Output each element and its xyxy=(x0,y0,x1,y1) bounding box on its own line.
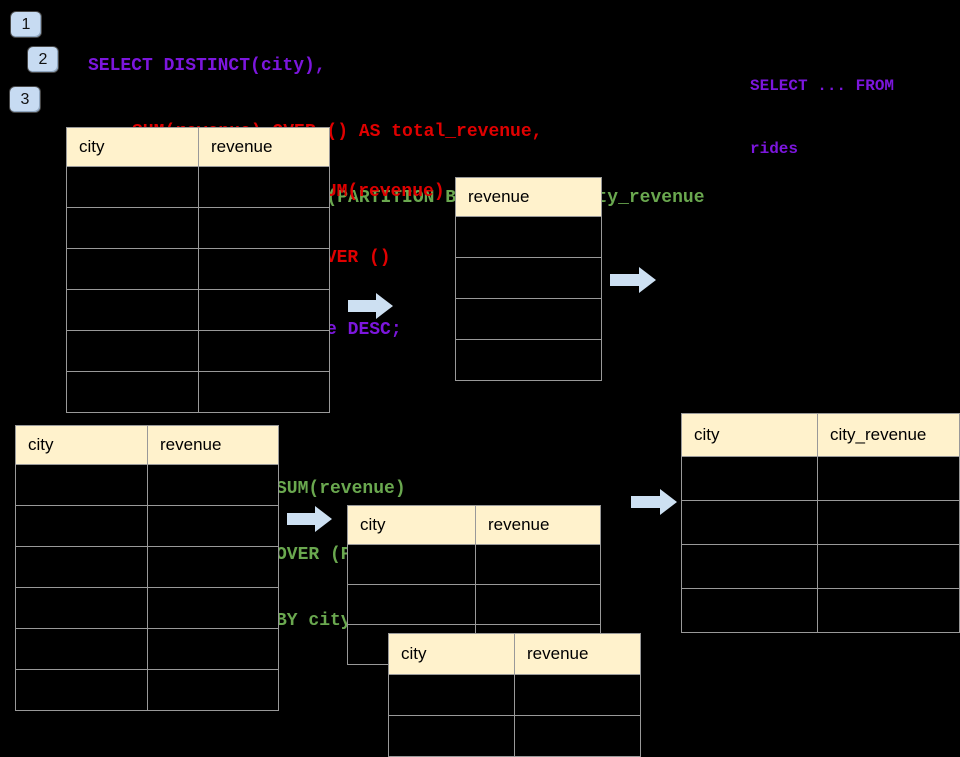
table-row xyxy=(66,207,330,249)
table-row xyxy=(15,587,279,629)
side-note-line-2: rides xyxy=(750,140,799,158)
source-table-top: city revenue xyxy=(66,127,330,413)
empty-cell xyxy=(147,587,279,629)
partition-table-2: city revenue xyxy=(388,633,641,757)
column-header-city: city xyxy=(347,505,476,545)
empty-cell xyxy=(347,544,476,585)
empty-cell xyxy=(66,371,199,413)
table-row xyxy=(681,500,960,545)
empty-cell xyxy=(514,674,641,716)
table-row xyxy=(681,456,960,501)
empty-cell xyxy=(147,505,279,547)
empty-cell xyxy=(681,456,818,501)
column-header-city-revenue: city_revenue xyxy=(817,413,960,457)
table-row xyxy=(15,505,279,547)
column-header-revenue: revenue xyxy=(475,505,601,545)
table-row xyxy=(15,628,279,670)
empty-cell xyxy=(455,257,602,299)
table-row xyxy=(15,669,279,711)
empty-cell xyxy=(681,500,818,545)
column-header-revenue: revenue xyxy=(198,127,330,167)
empty-cell xyxy=(15,505,148,547)
empty-cell xyxy=(681,588,818,633)
table-row xyxy=(455,298,602,340)
empty-cell xyxy=(388,674,515,716)
right-arrow-icon xyxy=(348,293,393,324)
empty-cell xyxy=(66,207,199,249)
empty-cell xyxy=(147,628,279,670)
empty-cell xyxy=(198,248,330,290)
table-row xyxy=(455,216,602,258)
table-row xyxy=(66,330,330,372)
table-row xyxy=(15,546,279,588)
empty-cell xyxy=(198,371,330,413)
empty-cell xyxy=(15,587,148,629)
total-annotation-line-2: OVER () xyxy=(315,248,391,268)
table-row xyxy=(66,248,330,290)
table-row xyxy=(455,257,602,299)
empty-cell xyxy=(817,544,960,589)
right-arrow-icon xyxy=(631,489,677,520)
column-header-city: city xyxy=(15,425,148,465)
total-window-annotation: SUM(revenue) OVER () xyxy=(315,137,445,291)
empty-cell xyxy=(147,464,279,506)
sql-line-select: SELECT DISTINCT(city), xyxy=(88,56,326,76)
total-revenue-table: revenue xyxy=(455,177,602,381)
select-from-rides-note: SELECT ... FROM rides xyxy=(750,34,894,181)
table-row xyxy=(681,544,960,589)
table-row xyxy=(388,715,641,757)
empty-cell xyxy=(66,330,199,372)
column-header-city: city xyxy=(388,633,515,675)
empty-cell xyxy=(198,166,330,208)
table-row xyxy=(347,544,601,585)
result-table: city city_revenue xyxy=(681,413,960,633)
empty-cell xyxy=(347,584,476,625)
empty-cell xyxy=(66,166,199,208)
empty-cell xyxy=(198,289,330,331)
column-header-revenue: revenue xyxy=(514,633,641,675)
table-row xyxy=(455,339,602,381)
column-header-city: city xyxy=(66,127,199,167)
empty-cell xyxy=(817,588,960,633)
table-row xyxy=(388,674,641,716)
empty-cell xyxy=(15,669,148,711)
step-badge-3: 3 xyxy=(10,87,40,112)
empty-cell xyxy=(15,464,148,506)
empty-cell xyxy=(198,207,330,249)
table-row xyxy=(66,166,330,208)
empty-cell xyxy=(66,289,199,331)
table-row xyxy=(15,464,279,506)
column-header-revenue: revenue xyxy=(147,425,279,465)
source-table-bottom: city revenue xyxy=(15,425,279,711)
table-row xyxy=(66,289,330,331)
empty-cell xyxy=(15,546,148,588)
empty-cell xyxy=(66,248,199,290)
step-badge-2: 2 xyxy=(28,47,58,72)
empty-cell xyxy=(455,339,602,381)
table-row xyxy=(66,371,330,413)
table-row xyxy=(347,584,601,625)
table-row xyxy=(681,588,960,633)
empty-cell xyxy=(147,546,279,588)
right-arrow-icon xyxy=(287,506,332,537)
empty-cell xyxy=(817,456,960,501)
empty-cell xyxy=(15,628,148,670)
step-badge-1: 1 xyxy=(11,12,41,37)
column-header-city: city xyxy=(681,413,818,457)
empty-cell xyxy=(475,584,601,625)
empty-cell xyxy=(817,500,960,545)
empty-cell xyxy=(198,330,330,372)
side-note-line-1: SELECT ... FROM xyxy=(750,77,895,95)
empty-cell xyxy=(455,216,602,258)
empty-cell xyxy=(475,544,601,585)
column-header-revenue: revenue xyxy=(455,177,602,217)
empty-cell xyxy=(388,715,515,757)
empty-cell xyxy=(147,669,279,711)
partition-annotation-line-1: SUM(revenue) xyxy=(276,479,406,499)
total-annotation-line-1: SUM(revenue) xyxy=(315,182,445,202)
right-arrow-icon xyxy=(610,267,656,298)
empty-cell xyxy=(455,298,602,340)
empty-cell xyxy=(681,544,818,589)
empty-cell xyxy=(514,715,641,757)
